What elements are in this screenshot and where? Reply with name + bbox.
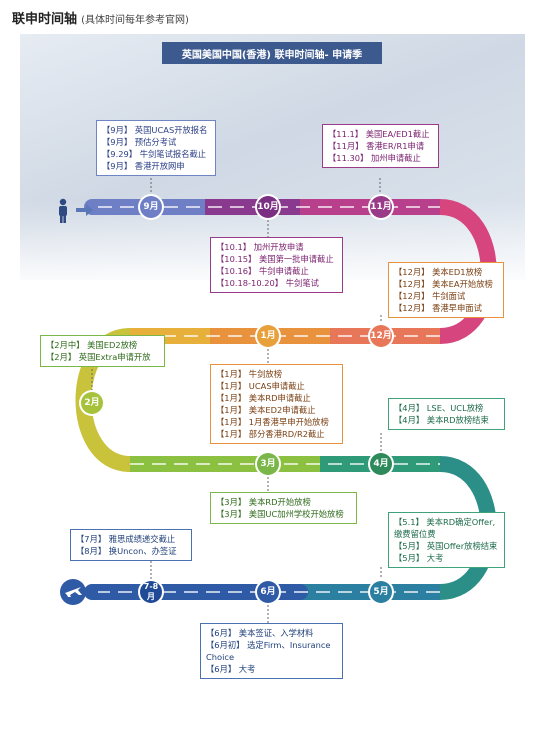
node-feb: 2月 <box>79 390 105 416</box>
box-sep-line: 【9月】 英国UCAS开放报名 <box>102 125 208 135</box>
box-apr: 【4月】 LSE、UCL放榜 【4月】 美本RD放榜结束 <box>388 398 505 430</box>
node-jun-label: 6月 <box>257 581 279 603</box>
box-oct-line: 【10.1】 加州开放申请 <box>216 242 304 252</box>
box-jan-line: 【1月】 1月香港早申开始放榜 <box>216 417 329 427</box>
box-jul-line: 【8月】 换Uncon、办签证 <box>76 546 177 556</box>
node-dec-label: 12月 <box>370 325 392 347</box>
node-oct: 10月 <box>255 194 281 220</box>
box-feb: 【2月中】 美国ED2放榜 【2月】 英国Extra申请开放 <box>40 335 165 367</box>
box-feb-line: 【2月】 英国Extra申请开放 <box>46 352 151 362</box>
box-jan-line: 【1月】 牛剑放榜 <box>216 369 282 379</box>
box-jan-line: 【1月】 美本ED2申请截止 <box>216 405 316 415</box>
box-may: 【5.1】 美本RD确定Offer, 缴费留位费 【5月】 英国Offer放榜结… <box>388 512 505 568</box>
box-jan-line: 【1月】 美本RD申请截止 <box>216 393 311 403</box>
box-jun-line: 【6月】 大考 <box>206 664 256 674</box>
box-oct-line: 【10.16】 牛剑申请截止 <box>216 266 309 276</box>
node-oct-label: 10月 <box>257 196 279 218</box>
page-header: 联申时间轴 (具体时间每年参考官网) <box>12 8 189 27</box>
box-oct: 【10.1】 加州开放申请 【10.15】 美国第一批申请截止 【10.16】 … <box>210 237 343 293</box>
box-jun: 【6月】 美本签证、入学材料 【6月初】 选定Firm、Insurance Ch… <box>200 623 343 679</box>
box-jul-aug: 【7月】 雅思成绩递交截止 【8月】 换Uncon、办签证 <box>70 529 192 561</box>
box-jan-line: 【1月】 UCAS申请截止 <box>216 381 305 391</box>
node-jan-label: 1月 <box>257 325 279 347</box>
node-may-label: 5月 <box>370 581 392 603</box>
box-sep: 【9月】 英国UCAS开放报名 【9月】 预估分考试 【9.29】 牛剑笔试报名… <box>96 120 216 176</box>
box-jan-line: 【1月】 部分香港RD/R2截止 <box>216 429 325 439</box>
timeline-banner: 英国美国中国(香港) 联申时间轴- 申请季 <box>162 42 382 64</box>
box-dec-line: 【12月】 美本ED1放榜 <box>394 267 483 277</box>
node-dec: 12月 <box>368 323 394 349</box>
node-jan: 1月 <box>255 323 281 349</box>
box-jan: 【1月】 牛剑放榜 【1月】 UCAS申请截止 【1月】 美本RD申请截止 【1… <box>210 364 343 444</box>
box-mar: 【3月】 美本RD开始放榜 【3月】 美国UC加州学校开始放榜 <box>210 492 357 524</box>
box-dec-line: 【12月】 香港早申面试 <box>394 303 482 313</box>
box-dec: 【12月】 美本ED1放榜 【12月】 美本EA开始放榜 【12月】 牛剑面试 … <box>388 262 504 318</box>
box-jul-line: 【7月】 雅思成绩递交截止 <box>76 534 176 544</box>
node-sep-label: 9月 <box>140 196 162 218</box>
box-nov-line: 【11.1】 美国EA/ED1截止 <box>328 129 430 139</box>
box-sep-line: 【9月】 香港开放网申 <box>102 161 185 171</box>
node-may: 5月 <box>368 579 394 605</box>
box-dec-line: 【12月】 美本EA开始放榜 <box>394 279 493 289</box>
box-apr-line: 【4月】 LSE、UCL放榜 <box>394 403 484 413</box>
node-jul-aug-label: 7-8月 <box>140 581 162 603</box>
box-feb-line: 【2月中】 美国ED2放榜 <box>46 340 138 350</box>
box-jun-line: Choice <box>206 652 235 662</box>
box-may-line: 【5.1】 美本RD确定Offer, <box>394 517 496 527</box>
box-dec-line: 【12月】 牛剑面试 <box>394 291 466 301</box>
node-nov-label: 11月 <box>370 196 392 218</box>
node-sep: 9月 <box>138 194 164 220</box>
page-title: 联申时间轴 <box>12 12 78 27</box>
box-oct-line: 【10.15】 美国第一批申请截止 <box>216 254 334 264</box>
box-may-line: 【5月】 英国Offer放榜结束 <box>394 541 498 551</box>
node-jul-aug: 7-8月 <box>138 579 164 605</box>
box-sep-line: 【9月】 预估分考试 <box>102 137 177 147</box>
person-icon <box>59 198 93 223</box>
page-note: (具体时间每年参考官网) <box>81 15 189 26</box>
node-mar: 3月 <box>255 451 281 477</box>
plane-icon <box>60 579 86 605</box>
box-nov-line: 【11月】 香港ER/R1申请 <box>328 141 425 151</box>
box-apr-line: 【4月】 美本RD放榜结束 <box>394 415 489 425</box>
node-feb-label: 2月 <box>81 392 103 414</box>
box-nov-line: 【11.30】 加州申请截止 <box>328 153 421 163</box>
node-jun: 6月 <box>255 579 281 605</box>
node-apr: 4月 <box>368 451 394 477</box>
node-mar-label: 3月 <box>257 453 279 475</box>
box-jun-line: 【6月初】 选定Firm、Insurance <box>206 640 331 650</box>
box-may-line: 缴费留位费 <box>394 529 436 539</box>
box-jun-line: 【6月】 美本签证、入学材料 <box>206 628 314 638</box>
box-mar-line: 【3月】 美本RD开始放榜 <box>216 497 311 507</box>
node-apr-label: 4月 <box>370 453 392 475</box>
box-oct-line: 【10.18-10.20】 牛剑笔试 <box>216 278 319 288</box>
box-may-line: 【5月】 大考 <box>394 553 444 563</box>
box-sep-line: 【9.29】 牛剑笔试报名截止 <box>102 149 207 159</box>
box-mar-line: 【3月】 美国UC加州学校开始放榜 <box>216 509 344 519</box>
node-nov: 11月 <box>368 194 394 220</box>
box-nov: 【11.1】 美国EA/ED1截止 【11月】 香港ER/R1申请 【11.30… <box>322 124 439 168</box>
